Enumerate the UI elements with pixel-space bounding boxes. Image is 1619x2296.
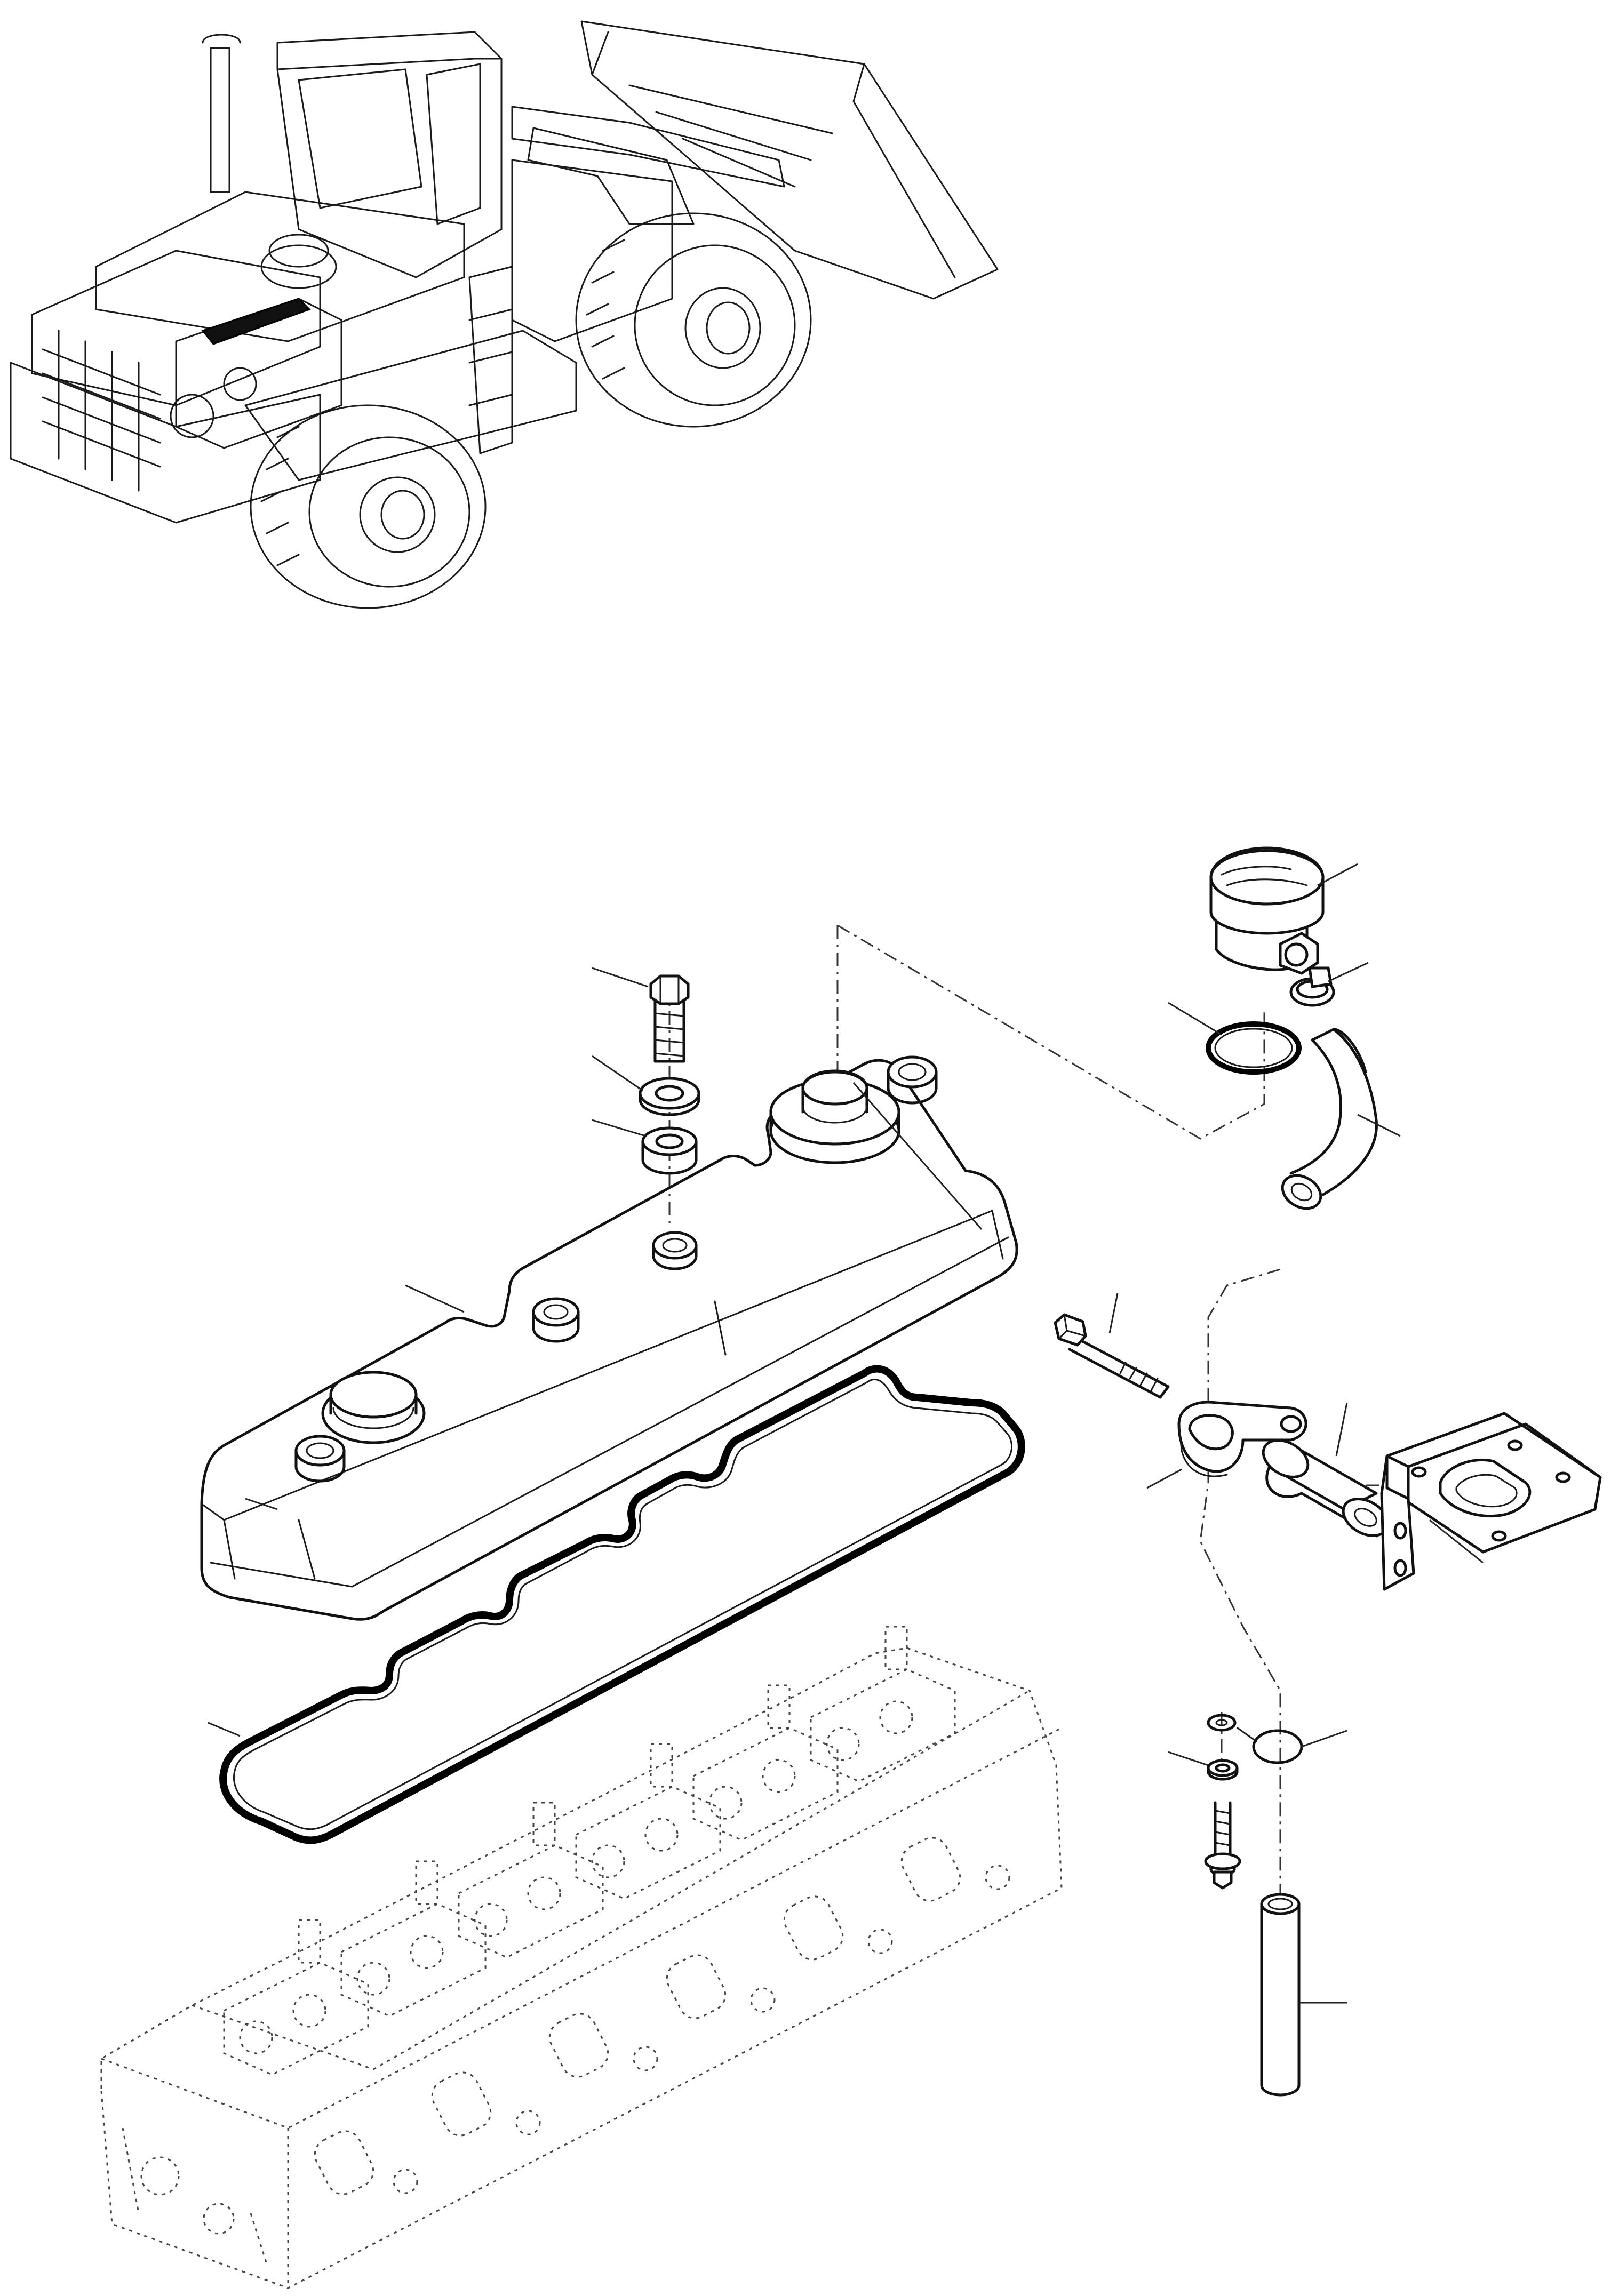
cover-washer (639, 1077, 700, 1116)
valve-cover (200, 1055, 1018, 1621)
small-washer (1207, 1714, 1237, 1732)
mounting-bracket (1380, 1412, 1602, 1591)
highlighted-valve-cover (201, 298, 311, 345)
p-clip (1177, 1401, 1307, 1477)
drain-tube (1260, 1893, 1301, 2097)
breather-hose (1281, 1028, 1378, 1210)
breather-housing (1209, 846, 1325, 975)
breather-o-ring (1206, 1021, 1302, 1075)
clamp-bolt (1054, 1313, 1170, 1399)
cover-grommet (641, 1126, 698, 1175)
hose-clamp (1289, 966, 1335, 1007)
flange-bolt (1204, 1801, 1241, 1890)
cover-bolt (649, 974, 690, 1063)
cylinder-head (100, 1626, 1063, 2289)
leader-lines (208, 863, 1484, 2004)
wheel-loader-overview (10, 20, 999, 609)
seal-plate (1237, 1727, 1303, 1764)
cover-washer-small (1207, 1759, 1239, 1781)
spacer-sleeve (1262, 1439, 1390, 1538)
valve-cover-gasket (219, 1365, 1025, 1844)
